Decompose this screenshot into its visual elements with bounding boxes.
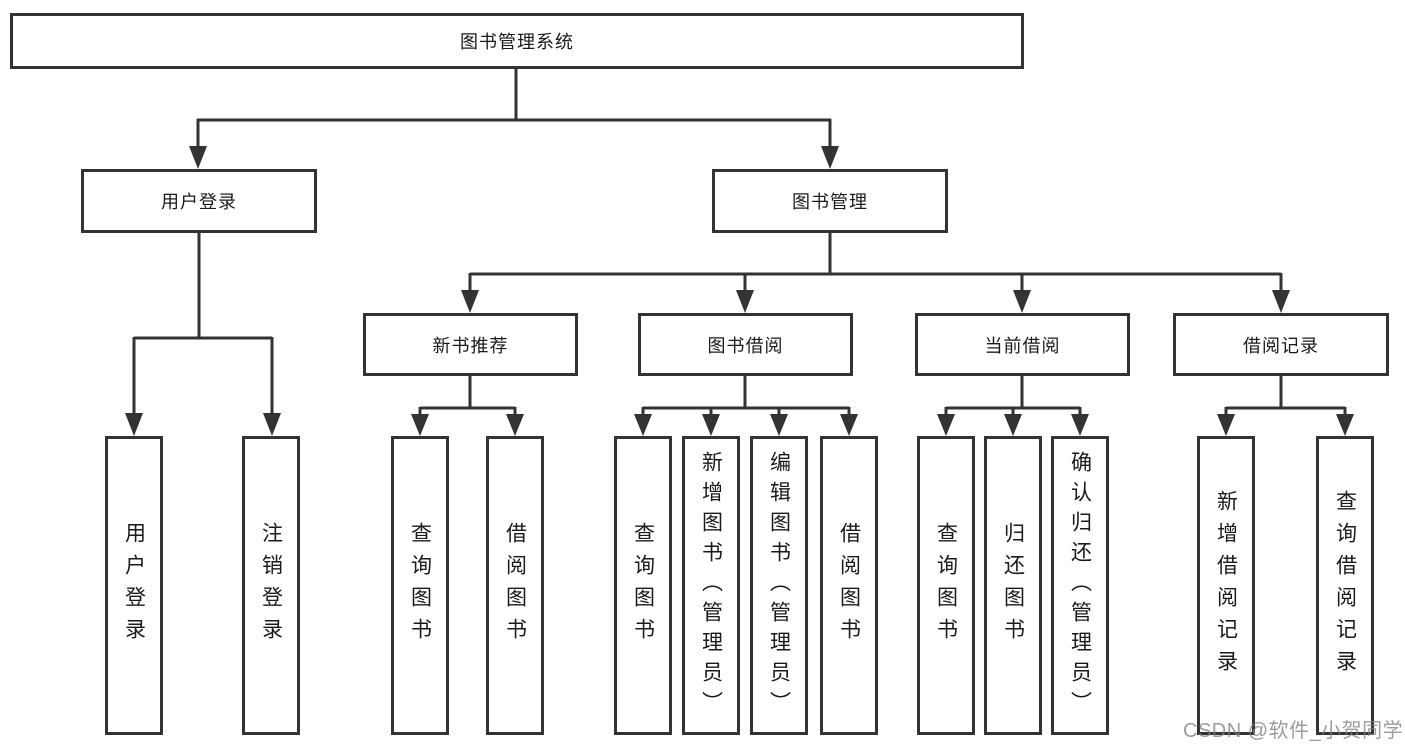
node-borrow-records: 借阅记录: [1173, 313, 1389, 376]
node-user-login: 用户登录: [81, 169, 317, 233]
node-root: 图书管理系统: [10, 13, 1024, 69]
leaf-return-book-label: 归还图书: [1001, 521, 1025, 650]
watermark: CSDN @软件_小贺同学: [1183, 720, 1404, 742]
leaf-logout: 注销登录: [242, 436, 300, 735]
leaf-add-borrow-record-label: 新增借阅记录: [1214, 489, 1238, 682]
leaf-query-books-recommend: 查询图书: [391, 436, 449, 735]
leaf-edit-book-admin: 编辑图书（管理员）: [750, 436, 808, 735]
leaf-query-books-current-label: 查询图书: [934, 521, 958, 650]
node-user-login-label: 用户登录: [161, 192, 237, 212]
node-new-book-recommend-label: 新书推荐: [432, 335, 509, 356]
leaf-user-login-label: 用户登录: [122, 521, 146, 650]
leaf-edit-book-admin-label: 编辑图书（管理员）: [767, 450, 791, 721]
leaf-query-books-borrow: 查询图书: [614, 436, 672, 735]
leaf-borrow-books-recommend-label: 借阅图书: [503, 521, 527, 650]
leaf-logout-label: 注销登录: [259, 521, 283, 650]
leaf-query-books-current: 查询图书: [917, 436, 975, 735]
node-book-borrow: 图书借阅: [638, 313, 853, 376]
node-current-borrow-label: 当前借阅: [984, 335, 1061, 356]
leaf-query-borrow-record-label: 查询借阅记录: [1333, 489, 1357, 682]
node-book-management: 图书管理: [712, 169, 948, 233]
node-book-management-label: 图书管理: [792, 192, 868, 212]
leaf-borrow-books-borrow-label: 借阅图书: [837, 521, 861, 650]
node-root-label: 图书管理系统: [460, 32, 574, 52]
leaf-query-books-recommend-label: 查询图书: [408, 521, 432, 650]
leaf-add-book-admin: 新增图书（管理员）: [682, 436, 740, 735]
node-current-borrow: 当前借阅: [915, 313, 1130, 376]
node-borrow-records-label: 借阅记录: [1243, 335, 1319, 356]
leaf-confirm-return-admin-label: 确认归还（管理员）: [1068, 450, 1092, 721]
leaf-borrow-books-recommend: 借阅图书: [486, 436, 544, 735]
leaf-confirm-return-admin: 确认归还（管理员）: [1051, 436, 1109, 735]
leaf-add-book-admin-label: 新增图书（管理员）: [699, 450, 723, 721]
leaf-query-borrow-record: 查询借阅记录: [1316, 436, 1374, 735]
leaf-borrow-books-borrow: 借阅图书: [820, 436, 878, 735]
leaf-return-book: 归还图书: [984, 436, 1042, 735]
leaf-add-borrow-record: 新增借阅记录: [1197, 436, 1255, 735]
node-new-book-recommend: 新书推荐: [363, 313, 578, 376]
leaf-user-login: 用户登录: [105, 436, 163, 735]
leaf-query-books-borrow-label: 查询图书: [631, 521, 655, 650]
node-book-borrow-label: 图书借阅: [707, 335, 784, 356]
